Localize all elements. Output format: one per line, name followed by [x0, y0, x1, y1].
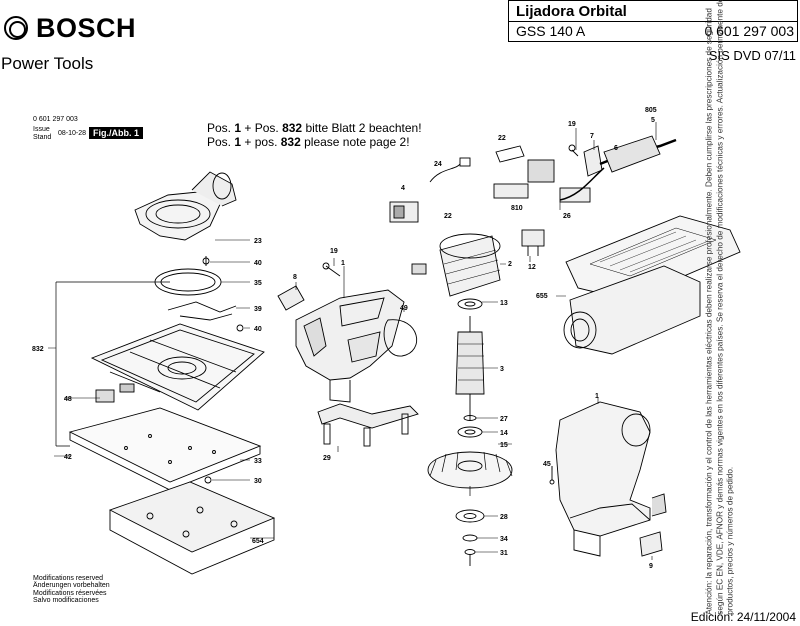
part-label-9: 9 [649, 563, 653, 570]
part-label-15: 15 [500, 442, 508, 449]
part-fan-15 [427, 451, 513, 496]
part-sanding-pad-654 [108, 481, 276, 575]
part-label-1b: 1 [595, 393, 599, 400]
part-field-2 [411, 233, 501, 297]
modifications-notice: Modifications reserved Änderungen vorbeh… [33, 575, 110, 605]
part-dust-adapter [134, 171, 237, 241]
part-label-8: 8 [293, 274, 297, 281]
part-capacitor-12 [521, 229, 545, 256]
part-label-7: 7 [590, 133, 594, 140]
document-ref: SIS DVD 07/11 [708, 48, 796, 63]
note-german: Pos. 1 + Pos. 832 bitte Blatt 2 beachten… [207, 121, 422, 135]
product-name: Lijadora Orbital [516, 3, 627, 20]
part-mount-29 [317, 403, 419, 447]
part-label-27: 27 [500, 416, 508, 423]
part-label-832: 832 [32, 346, 44, 353]
note-english: Pos. 1 + pos. 832 please note page 2! [207, 135, 410, 149]
part-screw-19b [568, 144, 579, 157]
part-screw-30 [204, 476, 212, 484]
part-label-5: 5 [651, 117, 655, 124]
part-label-805: 805 [645, 107, 657, 114]
part-armature-3 [455, 316, 485, 420]
part-label-35: 35 [254, 280, 262, 287]
model-number: GSS 140 A [516, 23, 586, 39]
part-label-39: 39 [254, 306, 262, 313]
part-washer-34 [462, 534, 478, 542]
part-pad-plate [90, 323, 265, 411]
issue-date: 08-10-28 [58, 130, 87, 137]
part-label-19a: 19 [330, 248, 338, 255]
part-label-30: 30 [254, 478, 262, 485]
part-sanding-plate [68, 407, 262, 491]
part-belt-49 [383, 319, 418, 357]
part-clamp-48 [95, 383, 135, 403]
part-label-29: 29 [323, 455, 331, 462]
part-label-12: 12 [528, 264, 536, 271]
part-label-26: 26 [563, 213, 571, 220]
part-screw-31 [464, 549, 476, 566]
part-spring-39 [167, 301, 237, 321]
division-name: Power Tools [1, 54, 94, 73]
part-number: 0 601 297 003 [704, 23, 794, 39]
part-label-28: 28 [500, 514, 508, 521]
part-label-22b: 22 [444, 213, 452, 220]
part-electronic-810 [493, 145, 555, 199]
part-label-42: 42 [64, 454, 72, 461]
part-bearing-13 [457, 298, 483, 310]
part-label-4: 4 [401, 185, 405, 192]
part-bearing-14 [457, 426, 483, 438]
brand-name: BOSCH [36, 13, 137, 43]
part-label-48: 48 [64, 396, 72, 403]
part-label-6: 6 [614, 145, 618, 152]
part-label-40b: 40 [254, 326, 262, 333]
part-label-19b: 19 [568, 121, 576, 128]
issue-block: Issue Stand [33, 126, 51, 142]
part-label-654: 654 [252, 538, 264, 545]
edition-date: Edición: 24/11/2004 [690, 610, 796, 624]
part-dust-box-655 [563, 215, 741, 355]
part-switch-4 [389, 201, 419, 223]
part-label-49: 49 [400, 305, 408, 312]
stand-label: Stand [33, 134, 52, 141]
part-label-31: 31 [500, 550, 508, 557]
part-label-14: 14 [500, 430, 508, 437]
part-screw-19a [322, 262, 341, 277]
part-label-8 [277, 285, 305, 311]
part-label-24: 24 [434, 161, 442, 168]
part-label-2: 2 [508, 261, 512, 268]
part-screw-40a [202, 256, 210, 266]
part-label-22a: 22 [498, 135, 506, 142]
part-label-40a: 40 [254, 260, 262, 267]
part-label-34: 34 [500, 536, 508, 543]
part-housing-1b [555, 401, 667, 557]
figure-label: Fig./Abb. 1 [89, 127, 143, 139]
part-label-655: 655 [536, 293, 548, 300]
part-number-labels: 23 40 35 39 40 832 48 42 33 30 654 8 19 … [32, 107, 657, 570]
part-label-9 [639, 531, 663, 557]
part-cable-805 [559, 135, 677, 201]
part-screw-40b [236, 324, 244, 332]
sheet-ref-number: 0 601 297 003 [33, 116, 78, 123]
part-label-1a: 1 [341, 260, 345, 267]
part-housing-1a [295, 289, 405, 403]
part-label-23: 23 [254, 238, 262, 245]
part-label-3: 3 [500, 366, 504, 373]
part-label-33: 33 [254, 458, 262, 465]
part-label-45: 45 [543, 461, 551, 468]
part-label-13: 13 [500, 300, 508, 307]
part-terminal-26 [559, 187, 591, 203]
bosch-logo-icon [4, 16, 28, 40]
part-label-810: 810 [511, 205, 523, 212]
part-cable-24 [429, 157, 471, 183]
title-box [508, 0, 798, 42]
side-disclaimer: Atención: la reparación, transformación … [704, 0, 735, 615]
issue-label: Issue [33, 126, 50, 133]
part-bearing-28 [455, 509, 485, 523]
